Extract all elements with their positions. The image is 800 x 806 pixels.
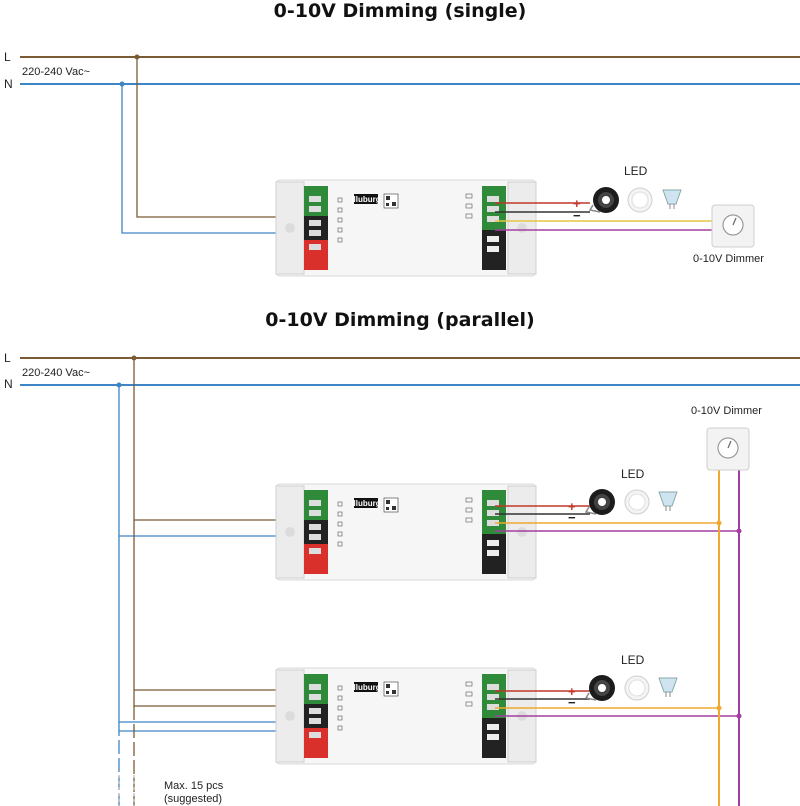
led-label-3: LED: [621, 653, 645, 667]
voltage-label-2: 220-240 Vac~: [22, 367, 90, 379]
neutral-label-2: N: [4, 377, 13, 391]
led-label-2: LED: [621, 467, 645, 481]
downlight-icon-2: [624, 489, 650, 515]
driver-brand-1: illuburg: [351, 195, 380, 204]
led-label-1: LED: [624, 164, 648, 178]
led-strip-icon-2: [585, 488, 616, 516]
mr16-bulb-icon-3: [658, 677, 678, 698]
downlight-icon-3: [624, 675, 650, 701]
driver-1: illuburg: [275, 179, 537, 277]
line-drop-1: [136, 57, 310, 218]
driver-3: illuburg: [275, 667, 537, 765]
max-note-line1: Max. 15 pcs: [164, 780, 224, 792]
mr16-bulb-icon-2: [658, 491, 678, 512]
title-parallel: 0-10V Dimming (parallel): [265, 309, 534, 331]
voltage-label-1: 220-240 Vac~: [22, 66, 90, 78]
neutral-junction-2: [116, 382, 122, 388]
driver-2: illuburg: [275, 483, 537, 581]
driver-brand-2: illuburg: [351, 499, 380, 508]
dimmer-icon-1: [711, 204, 755, 248]
dimmer-icon-2: [706, 427, 750, 471]
minus-sign-2: −: [568, 510, 576, 525]
mr16-bulb-icon-1: [662, 189, 682, 210]
neutral-drop-1: [121, 84, 310, 234]
line-label-1: L: [4, 50, 11, 64]
max-note-line2: (suggested): [164, 793, 222, 805]
dimmer-label-2: 0-10V Dimmer: [691, 405, 762, 417]
plus-sign-2: +: [568, 499, 576, 514]
driver-brand-3: illuburg: [351, 683, 380, 692]
led-strip-icon-3: [585, 674, 616, 702]
minus-sign-3: −: [568, 695, 576, 710]
downlight-icon-1: [627, 187, 653, 213]
title-single: 0-10V Dimming (single): [274, 0, 527, 22]
minus-sign-1: −: [573, 208, 581, 223]
line-label-2: L: [4, 351, 11, 365]
plus-sign-3: +: [568, 684, 576, 699]
neutral-junction-1: [119, 81, 125, 87]
line-junction-2: [131, 355, 137, 361]
plus-sign-1: +: [573, 196, 581, 211]
dimmer-label-1: 0-10V Dimmer: [693, 253, 764, 265]
led-strip-icon-1: [589, 186, 620, 214]
line-junction-1: [134, 54, 140, 60]
neutral-label-1: N: [4, 77, 13, 91]
